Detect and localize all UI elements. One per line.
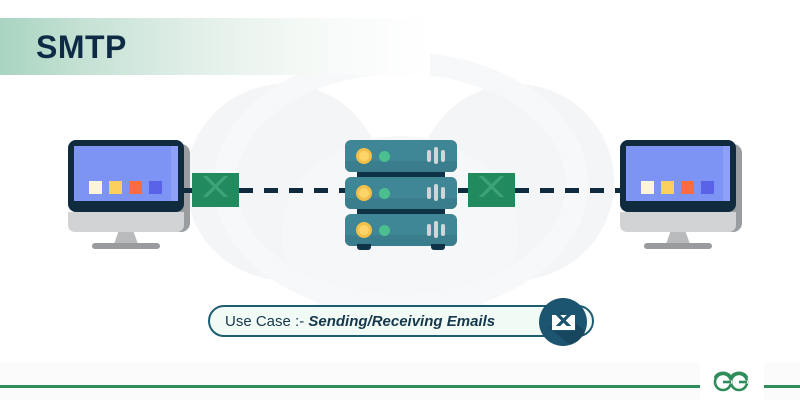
orange-app-icon [681, 181, 694, 194]
amber-led-icon [356, 148, 372, 164]
use-case-prefix: Use Case :- [225, 312, 309, 330]
use-case-envelope-badge [539, 298, 587, 346]
yellow-app-icon [661, 181, 674, 194]
vent-bar-icon [434, 147, 438, 164]
connection-sender-to-server [239, 188, 347, 193]
header-band [0, 18, 430, 75]
envelope-icon [551, 314, 576, 331]
footer-rule [0, 385, 800, 388]
server-unit-middle [345, 177, 457, 209]
mail-server-stack [345, 140, 457, 250]
receiver-computer [620, 140, 742, 250]
server-unit-shade [345, 235, 457, 246]
vent-bar-icon [441, 224, 445, 236]
server-unit-top [345, 140, 457, 172]
page-title: SMTP [36, 29, 127, 65]
monitor-neck [114, 232, 138, 244]
desktop-icon-row [641, 181, 714, 194]
use-case-emphasis: Sending/Receiving Emails [308, 312, 496, 330]
blue-app-icon [701, 181, 714, 194]
orange-app-icon [129, 181, 142, 194]
monitor-chin [68, 212, 184, 232]
monitor-screen [74, 146, 178, 201]
ivory-app-icon [89, 181, 102, 194]
monitor-bezel [68, 140, 184, 212]
green-led-icon [379, 151, 390, 162]
server-unit-shade [345, 198, 457, 209]
green-led-icon [379, 188, 390, 199]
vent-bar-icon [441, 150, 445, 162]
monitor-chin [620, 212, 736, 232]
geeksforgeeks-logo [700, 360, 764, 400]
screen-glow [171, 146, 178, 201]
sender-computer [68, 140, 190, 250]
green-led-icon [379, 225, 390, 236]
connection-server-to-receiver [515, 188, 623, 193]
yellow-app-icon [109, 181, 122, 194]
server-foot [357, 244, 371, 250]
desktop-icon-row [89, 181, 162, 194]
blue-app-icon [149, 181, 162, 194]
server-foot [431, 244, 445, 250]
gfg-logo-icon [713, 371, 749, 392]
ivory-app-icon [641, 181, 654, 194]
amber-led-icon [356, 222, 372, 238]
server-divider [357, 209, 445, 214]
server-divider [357, 172, 445, 177]
connection-server-stub [458, 188, 469, 193]
footer-strip [0, 362, 800, 400]
monitor-neck [666, 232, 690, 244]
monitor-bezel [620, 140, 736, 212]
monitor-screen [626, 146, 730, 201]
vent-bar-icon [427, 224, 431, 236]
monitor-base [644, 243, 712, 249]
vent-bar-icon [434, 221, 438, 238]
vent-bar-icon [434, 184, 438, 201]
incoming-mail-envelope-icon [468, 173, 515, 207]
vent-bar-icon [441, 187, 445, 199]
outgoing-mail-envelope-icon [192, 173, 239, 207]
server-unit-bottom [345, 214, 457, 246]
amber-led-icon [356, 185, 372, 201]
monitor-base [92, 243, 160, 249]
server-unit-shade [345, 161, 457, 172]
use-case-text: Use Case :- Sending/Receiving Emails [225, 313, 495, 330]
use-case-banner: Use Case :- Sending/Receiving Emails [208, 305, 594, 337]
connection-sender-stub [183, 188, 193, 193]
screen-glow [723, 146, 730, 201]
vent-bar-icon [427, 187, 431, 199]
vent-bar-icon [427, 150, 431, 162]
